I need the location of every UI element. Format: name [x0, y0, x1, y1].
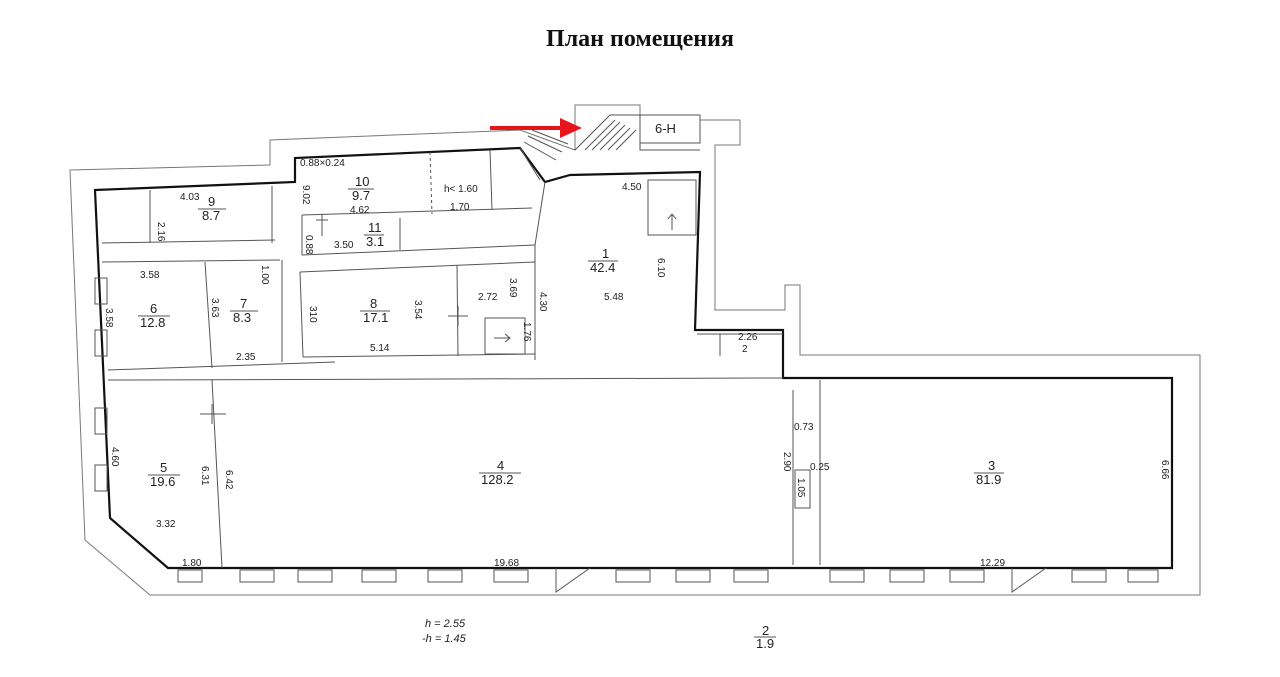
page-title: План помещения: [546, 26, 734, 52]
dim-label: 3.50: [334, 240, 354, 251]
dim-label: 2.26: [738, 332, 758, 343]
room-2-area: 1.9: [756, 636, 774, 651]
room-5-area: 19.6: [150, 474, 175, 489]
dim-label: h< 1.60: [444, 184, 478, 195]
dimension-labels: 0.88×0.24 4.03 2.16 9.02 4.62 h< 1.60 1.…: [103, 158, 1170, 569]
dim-label: 4.30: [537, 292, 548, 312]
dim-label: 2.35: [236, 352, 256, 363]
room-11-number: 11: [368, 220, 382, 235]
dim-label: 5.14: [370, 343, 390, 354]
room-8-number: 8: [370, 296, 377, 311]
dim-label: 3.63: [209, 298, 220, 318]
dim-label: 4.60: [109, 447, 120, 467]
dim-label: 4.62: [350, 205, 370, 216]
dim-label: 0.88×0.24: [300, 158, 345, 169]
dim-label: 310: [307, 306, 318, 323]
premises-perimeter: [93, 146, 1174, 570]
passage-markers: [200, 213, 677, 424]
doors: [555, 567, 1047, 593]
dim-label: 1.76: [521, 322, 532, 342]
room-7-number: 7: [240, 296, 247, 311]
dim-label: 6.66: [1159, 460, 1170, 480]
windows: [94, 277, 1159, 583]
room-3-area: 81.9: [976, 472, 1001, 487]
dim-label: 6.42: [223, 470, 234, 490]
room-7-area: 8.3: [233, 310, 251, 325]
dim-label: 4.50: [622, 182, 642, 193]
dim-label: 5.48: [604, 292, 624, 303]
dim-label: 9.02: [300, 185, 311, 205]
dim-label: 4.03: [180, 192, 200, 203]
staircase: [523, 114, 701, 161]
dim-label: 0.73: [794, 422, 814, 433]
dim-label: 0.88: [303, 235, 314, 255]
room-1-area: 42.4: [590, 260, 615, 275]
room-9-area: 8.7: [202, 208, 220, 223]
room-3-number: 3: [988, 458, 995, 473]
room-10-area: 9.7: [352, 188, 370, 203]
dim-label: 12.29: [980, 558, 1005, 569]
room-10-number: 10: [355, 174, 369, 189]
room-2-number: 2: [762, 623, 769, 638]
dim-label: 2: [742, 344, 748, 355]
stair-label: 6-Н: [655, 121, 676, 136]
dim-label: 2.72: [478, 292, 498, 303]
dim-label: 3.32: [156, 519, 176, 530]
room-8-area: 17.1: [363, 310, 388, 325]
dim-label: 1.70: [450, 202, 470, 213]
room-labels: 1 42.4 2 1.9 3 81.9 4 128.2 5 19.6 6 12.…: [138, 174, 1004, 651]
interior-walls: [101, 147, 821, 569]
dim-label: 1.05: [795, 478, 806, 498]
room-11-area: 3.1: [366, 234, 384, 249]
ceiling-height-note: h = 2.55: [425, 618, 466, 630]
dim-label: 3.58: [103, 308, 114, 328]
room-5-number: 5: [160, 460, 167, 475]
dim-label: 1.80: [182, 558, 202, 569]
dim-label: 3.58: [140, 270, 160, 281]
room-6-area: 12.8: [140, 315, 165, 330]
dim-label: 6.10: [655, 258, 666, 278]
dim-label: 2.16: [155, 222, 166, 242]
dim-label: 0.25: [810, 462, 830, 473]
room-1-number: 1: [602, 246, 609, 261]
dim-label: 3.69: [507, 278, 518, 298]
room-9-number: 9: [208, 194, 215, 209]
entrance-arrow-icon: [490, 118, 582, 138]
room-4-number: 4: [497, 458, 504, 473]
dim-label: 2.90: [781, 452, 792, 472]
low-ceiling-height-note: -h = 1.45: [422, 633, 467, 645]
dim-label: 6.31: [199, 466, 210, 486]
dim-label: 19.68: [494, 558, 519, 569]
dim-label: 1.00: [259, 265, 270, 285]
dim-label: 3.54: [412, 300, 423, 320]
room-6-number: 6: [150, 301, 157, 316]
room-4-area: 128.2: [481, 472, 514, 487]
building-outline: [69, 104, 1201, 596]
